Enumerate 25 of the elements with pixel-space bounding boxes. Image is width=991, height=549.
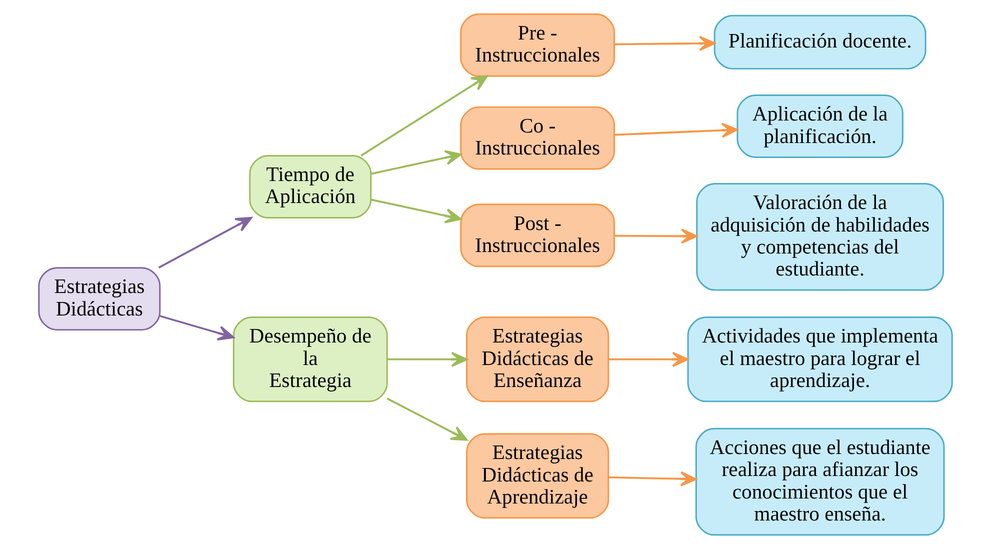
arrow — [387, 352, 468, 367]
arrow — [160, 315, 234, 341]
node-box: Actividades que implementa el maestro para lograr el aprendizaje. — [687, 316, 953, 402]
node-box: Pre - Instruccionales — [460, 13, 615, 77]
node-box: Estrategias Didácticas de Enseñanza — [466, 316, 610, 402]
node-box: Aplicación de la planificación. — [736, 94, 904, 158]
arrow — [386, 398, 468, 441]
node-box: Tiempo de Aplicación — [249, 155, 372, 218]
arrow — [614, 122, 738, 138]
arrow — [360, 75, 488, 156]
arrow — [158, 216, 252, 268]
arrow — [608, 352, 689, 367]
node-box: Valoración de la adquisición de habilidades y competencias del estudiante. — [696, 183, 944, 291]
node-box: Desempeño de la Estrategia — [232, 316, 388, 402]
node-box: Post - Instruccionales — [460, 204, 615, 268]
node-box: Estrategias Didácticas — [38, 267, 161, 331]
node-box: Planificación docente. — [714, 14, 926, 70]
arrow — [614, 36, 716, 51]
arrow — [371, 150, 462, 175]
arrow — [371, 198, 462, 224]
node-box: Acciones que el estudiante realiza para afianzar los conocimientos que el maestro enseña. — [695, 428, 945, 536]
arrow — [608, 471, 697, 486]
node-box: Co - Instruccionales — [460, 106, 615, 170]
node-box: Estrategias Didácticas de Aprendizaje — [466, 433, 610, 519]
arrow — [614, 228, 698, 244]
